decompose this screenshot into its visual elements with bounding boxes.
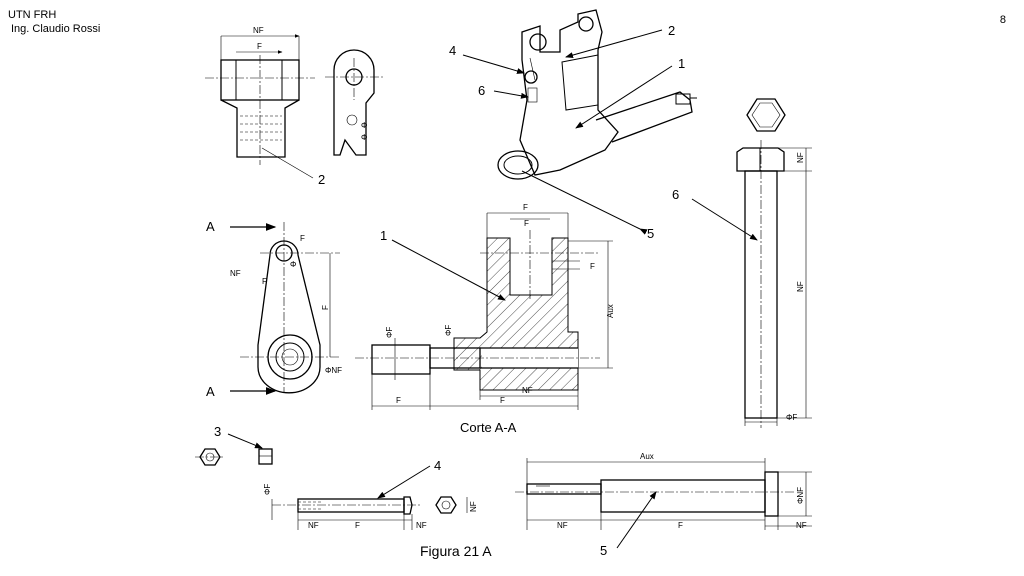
dim-label-f-height: F	[321, 305, 330, 310]
part2-front-view: NF F 2	[205, 26, 325, 187]
dim-label-nf-pin-head: NF	[796, 152, 805, 163]
callout-4-a: 4	[449, 43, 456, 58]
dim-label-phi-b: Φ	[361, 133, 367, 142]
page-number: 8	[999, 14, 1006, 26]
dim-label-f: F	[257, 42, 262, 51]
part2-side-view: Φ Φ	[325, 49, 385, 156]
section-marker-a-bottom: A	[206, 384, 215, 399]
dim-label-nf-arm: NF	[230, 269, 241, 278]
part4-screw: ΦF NF F NF NF 4	[263, 458, 478, 530]
dim-label-f-bottom-b: F	[500, 396, 505, 405]
dim-label-f-top: F	[523, 203, 528, 212]
section-title: Corte A-A	[460, 420, 517, 435]
callout-3: 3	[214, 424, 221, 439]
dim-label-phi-hole: Φ	[290, 260, 296, 269]
callout-1-b: 1	[380, 228, 387, 243]
callout-5-a: 5	[647, 226, 654, 241]
dim-label-phi-f-a: ΦF	[385, 327, 394, 338]
part6-pin: NF NF ΦF 6	[672, 98, 812, 428]
callout-2-b: 2	[668, 23, 675, 38]
dim-label-nf: NF	[253, 26, 264, 35]
dim-label-nf-screw-head: NF	[469, 501, 478, 512]
isometric-assembly: 2 1 4 6 5	[449, 9, 697, 241]
dim-label-f-bore: F	[590, 262, 595, 271]
dim-label-phi-nf-boss: ΦNF	[325, 366, 342, 375]
dim-label-nf-screw-b: NF	[416, 521, 427, 530]
dim-label-f-slot: F	[524, 219, 529, 228]
dim-label-f-shaft: F	[678, 521, 683, 530]
dim-label-phi-f-pin: ΦF	[786, 413, 797, 422]
header-author: Ing. Claudio Rossi	[11, 23, 101, 35]
dim-label-nf-shaft-a: NF	[557, 521, 568, 530]
figure-caption: Figura 21 A	[420, 543, 492, 559]
callout-5-b: 5	[600, 543, 607, 558]
part3-nut: 3	[195, 424, 273, 466]
header-institution: UTN FRH	[8, 9, 57, 21]
dim-label-aux-shaft: Aux	[640, 452, 654, 461]
dim-label-nf-shaft-b: NF	[796, 521, 807, 530]
dim-label-nf-pin-length: NF	[796, 281, 805, 292]
callout-6-b: 6	[672, 187, 679, 202]
dim-label-nf-bottom: NF	[522, 386, 533, 395]
dim-label-f-radius: F	[300, 234, 305, 243]
dim-label-phi-f-b: ΦF	[444, 325, 453, 336]
dim-label-f-screw: F	[355, 521, 360, 530]
dim-label-nf-screw-a: NF	[308, 521, 319, 530]
section-marker-a-top: A	[206, 219, 215, 234]
callout-6-a: 6	[478, 83, 485, 98]
dim-label-f-bottom-a: F	[396, 396, 401, 405]
dim-label-phi-nf-shaft: ΦNF	[796, 487, 805, 504]
dim-label-f-arm: F	[262, 277, 267, 286]
callout-2-a: 2	[318, 172, 325, 187]
callout-4-b: 4	[434, 458, 441, 473]
dim-label-aux-section: Aux	[606, 304, 615, 318]
dim-label-phi-f-screw: ΦF	[263, 484, 272, 495]
dim-label-phi-a: Φ	[361, 121, 367, 130]
callout-1-a: 1	[678, 56, 685, 71]
section-a-a: F F Aux F ΦF ΦF F NF F 1 Corte A-A	[355, 203, 615, 435]
part5-shaft: Aux ΦNF NF F NF 5	[515, 452, 812, 558]
part1-side-view: A A F F NF F Φ ΦNF	[206, 219, 342, 399]
